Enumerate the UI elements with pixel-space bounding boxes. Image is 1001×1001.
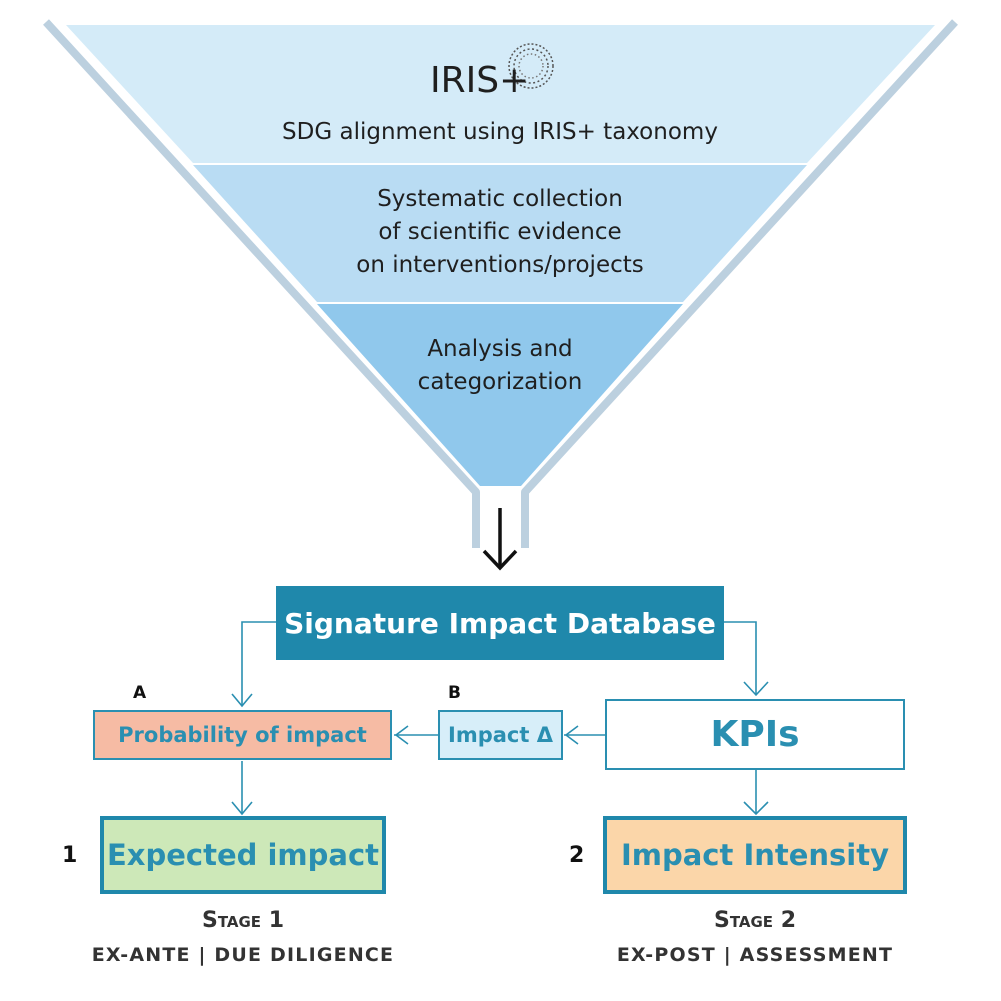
connector-db-to-kpis [724, 621, 757, 694]
arrowhead-probability-left [394, 725, 409, 745]
arrowhead-delta [564, 725, 579, 745]
funnel-level-1 [66, 25, 935, 163]
stage-2-subtitle: EX-POST | ASSESSMENT [616, 944, 894, 966]
expected-impact-box: Expected impact [100, 816, 386, 894]
stage-2-number: 2 [569, 843, 585, 868]
arrowhead-kpis [743, 681, 769, 697]
branch-label-a: A [133, 683, 147, 703]
branch-label-b: B [448, 683, 461, 703]
impact-delta-label: Impact Δ [448, 723, 553, 747]
funnel-level-2-line-2: of scientific evidence [378, 219, 622, 245]
funnel-level-3 [317, 304, 683, 486]
expected-impact-label: Expected impact [106, 838, 380, 872]
stage-2-title: Stage 2 [713, 908, 797, 933]
database-label: Signature Impact Database [284, 606, 716, 640]
stage-1-title: Stage 1 [201, 908, 285, 933]
down-arrow-icon [482, 508, 518, 571]
funnel-left-wall [43, 19, 480, 548]
arrowhead-probability [231, 693, 253, 708]
kpis-label: KPIs [710, 714, 800, 755]
funnel-level-3-label: Analysis and categorization [330, 333, 670, 399]
probability-label: Probability of impact [118, 723, 367, 747]
funnel-level-1-label: SDG alignment using IRIS+ taxonomy [282, 119, 718, 145]
funnel-level-2 [193, 165, 807, 302]
funnel-level-3-line-1: Analysis and [427, 336, 573, 362]
iris-logo-text: IRIS+ [430, 60, 530, 101]
funnel-right-wall [521, 19, 958, 548]
stage-1-subtitle: EX-ANTE | DUE DILIGENCE [91, 944, 395, 966]
probability-of-impact-box: Probability of impact [93, 710, 392, 760]
impact-intensity-box: Impact Intensity [603, 816, 907, 894]
iris-logo-ring-icon [508, 43, 554, 89]
kpis-box: KPIs [605, 699, 905, 770]
impact-delta-box: Impact Δ [438, 710, 563, 760]
funnel-level-2-line-1: Systematic collection [377, 186, 623, 212]
funnel-level-2-line-3: on interventions/projects [356, 252, 644, 278]
arrowhead-intensity [743, 801, 769, 816]
arrowhead-expected [231, 801, 253, 816]
funnel-level-3-line-2: categorization [417, 369, 583, 395]
signature-impact-database-box: Signature Impact Database [276, 586, 724, 660]
impact-intensity-label: Impact Intensity [620, 838, 890, 872]
connector-db-to-probability [241, 621, 276, 705]
stage-1-number: 1 [62, 843, 78, 868]
funnel-level-2-label: Systematic collection of scientific evid… [250, 183, 750, 282]
